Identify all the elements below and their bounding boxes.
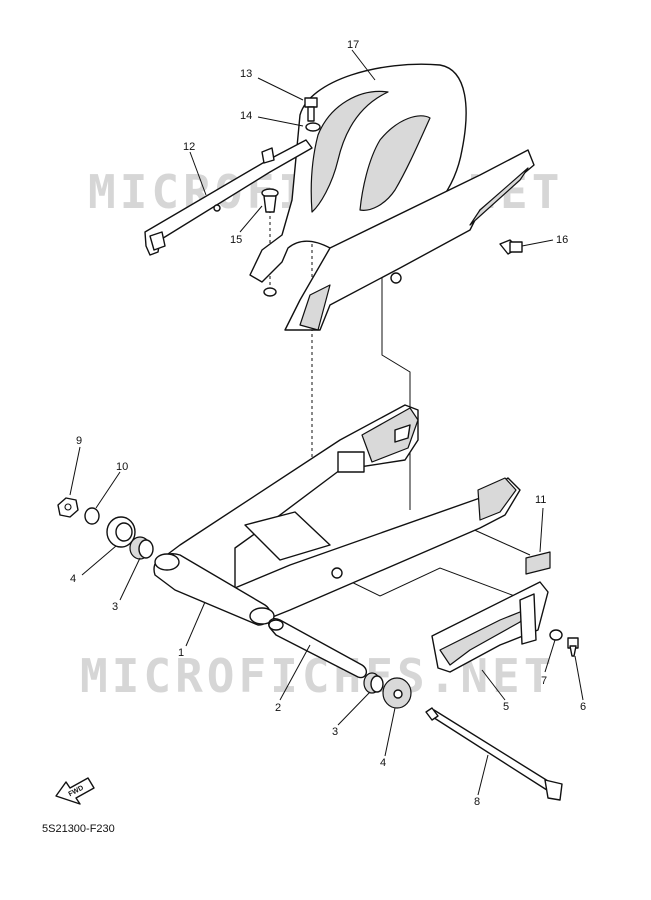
callout-3b: 3 xyxy=(332,726,338,738)
callout-7: 7 xyxy=(541,675,547,687)
clip-15 xyxy=(261,188,279,213)
callout-17: 11 xyxy=(535,494,546,506)
bearing-3b xyxy=(363,672,384,694)
callout-10: 10 xyxy=(116,461,128,473)
drawing-code: 5S21300-F230 xyxy=(42,823,115,835)
chain-guard-5 xyxy=(431,581,549,673)
bearing-3a xyxy=(129,536,154,560)
callout-labels: 17 13 14 12 15 16 9 10 4 3 1 2 3 4 8 5 7… xyxy=(70,39,586,808)
seal-4a xyxy=(106,516,136,548)
callout-11: 17 xyxy=(347,39,359,51)
pivot-shaft-8 xyxy=(425,707,563,801)
callout-8: 8 xyxy=(474,796,480,808)
callout-13: 13 xyxy=(240,68,252,80)
callout-9: 9 xyxy=(76,435,82,447)
callout-5: 5 xyxy=(503,701,509,713)
callout-3a: 3 xyxy=(112,601,118,613)
swingarm xyxy=(153,404,521,626)
callout-2: 2 xyxy=(275,702,281,714)
callout-12: 12 xyxy=(183,141,195,153)
washer-7 xyxy=(549,629,563,641)
bolt-13 xyxy=(304,97,318,122)
nut-9 xyxy=(57,497,79,518)
rear-fender xyxy=(249,63,535,331)
callout-4b: 4 xyxy=(380,757,386,769)
washer-10 xyxy=(84,507,100,525)
callout-leaders xyxy=(69,49,584,796)
callout-16: 16 xyxy=(556,234,568,246)
callout-1: 1 xyxy=(178,647,184,659)
fwd-arrow-icon: FWD xyxy=(55,777,95,805)
callout-15: 15 xyxy=(230,234,242,246)
callout-6: 6 xyxy=(580,701,586,713)
label-17 xyxy=(525,551,551,575)
collar-2 xyxy=(268,618,368,679)
bolt-16 xyxy=(499,239,523,255)
bolt-6 xyxy=(567,637,579,657)
washer-4b xyxy=(382,677,412,709)
callout-14: 14 xyxy=(240,110,252,122)
bracket xyxy=(144,139,313,256)
callout-4a: 4 xyxy=(70,573,76,585)
washer-14 xyxy=(305,122,321,132)
